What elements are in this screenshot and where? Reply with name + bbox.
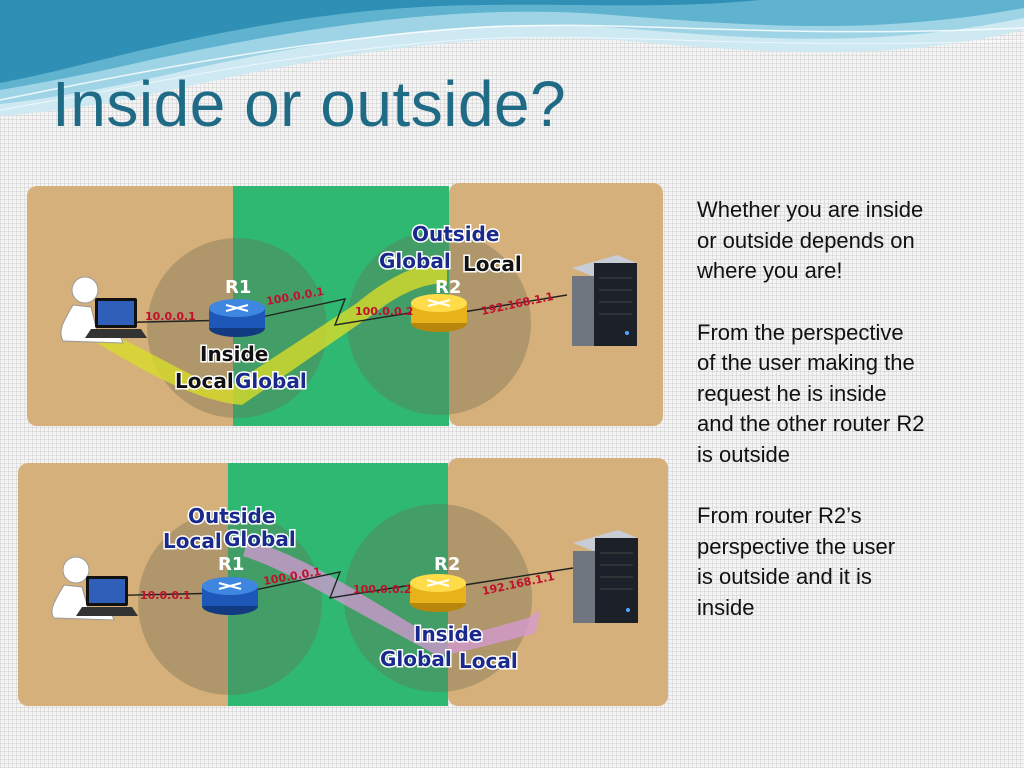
r2-label: R2	[435, 277, 461, 298]
inside-global-label: Global	[235, 369, 307, 393]
link-r2-server	[456, 294, 568, 314]
ip-r2-wan: 100.0.0.2	[353, 583, 411, 596]
r1-router-icon	[202, 577, 258, 615]
inside-label: Inside	[200, 342, 268, 366]
inside-local-label: Local	[459, 649, 518, 673]
traffic-arrow	[97, 261, 447, 405]
r2-label: R2	[434, 554, 460, 575]
explanation-line: inside	[697, 594, 755, 620]
explanation-paragraph: Whether you are inside or outside depends…	[697, 195, 997, 287]
explanation-line: is outside	[697, 441, 790, 467]
outside-local-label: Local	[163, 529, 222, 553]
inside-zone	[18, 463, 250, 706]
link-r1-r2	[249, 571, 419, 599]
remote-zone	[448, 458, 668, 706]
explanation-line: From router R2’s	[697, 503, 862, 528]
r2-router-icon	[410, 574, 466, 612]
explanation-line: Whether you are inside	[697, 197, 924, 222]
server-icon	[572, 255, 637, 346]
remote-zone	[449, 183, 663, 426]
user-laptop-icon	[60, 276, 147, 344]
explanation-line: and the other router R2	[697, 411, 925, 436]
bottom-nat-diagram: R1 R2 10.0.0.1 100.0.0.1 100.0.0.2 192.1…	[18, 458, 668, 708]
slide-title: Inside or outside?	[52, 68, 567, 140]
explanation-paragraph: From router R2’s perspective the user is o…	[697, 501, 997, 623]
top-nat-diagram: R1 R2 10.0.0.1 100.0.0.1 100.0.0.2 192.1…	[27, 183, 663, 428]
wave-decoration	[0, 0, 1024, 116]
outside-label: Outside	[412, 222, 499, 246]
link-r2-server	[457, 567, 574, 587]
explanation-line: or outside depends on	[697, 227, 915, 253]
ip-user-r1: 10.0.0.1	[145, 310, 196, 323]
explanation-text: Whether you are inside or outside depends…	[697, 195, 997, 654]
explanation-paragraph: From the perspective of the user making t…	[697, 318, 997, 471]
outside-global-label: Global	[224, 527, 296, 551]
r1-router-icon	[209, 299, 265, 337]
ip-r2-wan: 100.0.0.2	[355, 305, 413, 318]
server-icon	[573, 530, 638, 623]
ip-user-r1: 10.0.0.1	[140, 589, 191, 602]
outside-label: Outside	[188, 504, 275, 528]
user-laptop-icon	[51, 556, 138, 621]
explanation-line: is outside and it is	[697, 564, 872, 589]
explanation-line: where you are!	[697, 258, 843, 283]
inside-zone	[27, 186, 257, 426]
r1-label: R1	[218, 554, 244, 575]
link-r1-r2	[256, 298, 423, 326]
explanation-line: perspective the user	[697, 533, 896, 559]
r2-router-icon	[411, 294, 467, 332]
inside-label: Inside	[414, 622, 482, 646]
explanation-line: of the user making the	[697, 350, 915, 375]
traffic-arrow	[243, 540, 540, 656]
explanation-line: request he is inside	[697, 380, 887, 406]
r1-label: R1	[225, 277, 251, 298]
outside-global-label: Global	[379, 249, 451, 273]
inside-global-label: Global	[380, 647, 452, 671]
explanation-line: From the perspective	[697, 319, 904, 345]
inside-local-label: Local	[175, 369, 234, 393]
outside-local-label: Local	[463, 252, 522, 276]
